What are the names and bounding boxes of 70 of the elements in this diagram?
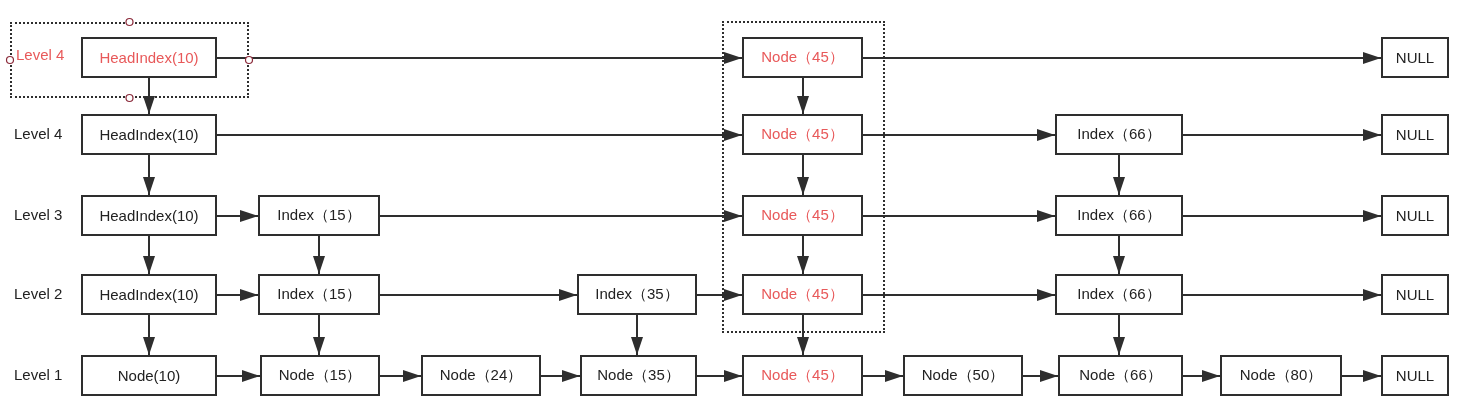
node-box: Index（66） (1055, 195, 1183, 236)
arrow (797, 314, 809, 356)
arrow (862, 129, 1056, 141)
arrow (797, 154, 809, 196)
arrow (1022, 370, 1059, 382)
node-box: Node（66） (1058, 355, 1183, 396)
arrow (797, 235, 809, 275)
level-label: Level 4 (14, 125, 63, 142)
node-box: HeadIndex(10) (81, 274, 217, 315)
node-box: NULL (1381, 274, 1449, 315)
level-label: Level 3 (14, 206, 63, 223)
arrow (143, 77, 155, 115)
arrow (216, 370, 261, 382)
node-box: Node（45） (742, 37, 863, 78)
arrow (797, 77, 809, 115)
arrow (379, 289, 578, 301)
node-box: Index（15） (258, 195, 380, 236)
arrow (862, 370, 904, 382)
arrow (1113, 154, 1125, 196)
node-box: Node（15） (260, 355, 380, 396)
node-box: Node（45） (742, 195, 863, 236)
arrow (143, 314, 155, 356)
node-box: NULL (1381, 195, 1449, 236)
node-box: Index（15） (258, 274, 380, 315)
node-box: Index（66） (1055, 114, 1183, 155)
node-box: Node（45） (742, 274, 863, 315)
selection-frame (722, 21, 885, 333)
arrow (862, 52, 1382, 64)
node-box: Index（35） (577, 274, 697, 315)
node-box: Node（45） (742, 355, 863, 396)
arrow (313, 235, 325, 275)
selection-frame (10, 22, 249, 98)
arrow (379, 210, 743, 222)
arrow (540, 370, 581, 382)
node-box: HeadIndex(10) (81, 37, 217, 78)
level-label: Level 1 (14, 366, 63, 383)
arrow (862, 289, 1056, 301)
arrow (696, 289, 743, 301)
node-box: Node（50） (903, 355, 1023, 396)
arrow (1182, 129, 1382, 141)
arrow (216, 210, 259, 222)
arrow (696, 370, 743, 382)
arrow (1182, 370, 1221, 382)
arrow (143, 235, 155, 275)
level-label: Level 4 (16, 46, 65, 63)
arrow (216, 129, 743, 141)
level-label: Level 2 (14, 285, 63, 302)
arrow (143, 154, 155, 196)
arrow (862, 210, 1056, 222)
arrow (216, 52, 743, 64)
arrow (1113, 235, 1125, 275)
node-box: Node（45） (742, 114, 863, 155)
node-box: NULL (1381, 355, 1449, 396)
node-box: Index（66） (1055, 274, 1183, 315)
node-box: Node（80） (1220, 355, 1342, 396)
arrow (1113, 314, 1125, 356)
arrow (379, 370, 422, 382)
node-box: Node（24） (421, 355, 541, 396)
arrow (1182, 289, 1382, 301)
node-box: NULL (1381, 37, 1449, 78)
node-box: HeadIndex(10) (81, 114, 217, 155)
node-box: NULL (1381, 114, 1449, 155)
arrow (1341, 370, 1382, 382)
node-box: Node(10) (81, 355, 217, 396)
node-box: HeadIndex(10) (81, 195, 217, 236)
arrow (216, 289, 259, 301)
arrow (631, 314, 643, 356)
arrow (1182, 210, 1382, 222)
arrow (313, 314, 325, 356)
node-box: Node（35） (580, 355, 697, 396)
